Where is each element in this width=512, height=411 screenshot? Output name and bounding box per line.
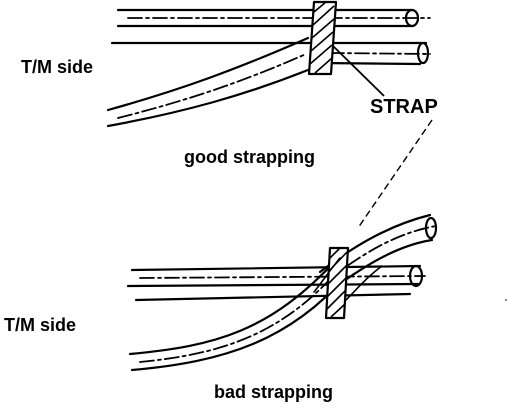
good-strap	[307, 0, 338, 76]
bad-crossing-strands	[313, 257, 383, 301]
tm-side-label-bottom: T/M side	[4, 315, 77, 335]
strap-leader-lines	[332, 45, 433, 229]
bad-curved-branch	[128, 256, 348, 372]
good-strapping-illustration	[106, 0, 431, 128]
bad-straight-harness	[126, 264, 426, 302]
tm-side-label-top: T/M side	[21, 57, 94, 77]
good-straight-harness	[110, 8, 431, 66]
bad-strapping-caption: bad strapping	[214, 382, 334, 402]
speck	[505, 299, 507, 301]
strap-label: STRAP	[370, 96, 438, 118]
bad-strapping-illustration	[126, 213, 438, 372]
good-curved-branch	[106, 36, 310, 128]
good-strapping-caption: good strapping	[184, 147, 315, 167]
bad-strap	[324, 246, 350, 320]
